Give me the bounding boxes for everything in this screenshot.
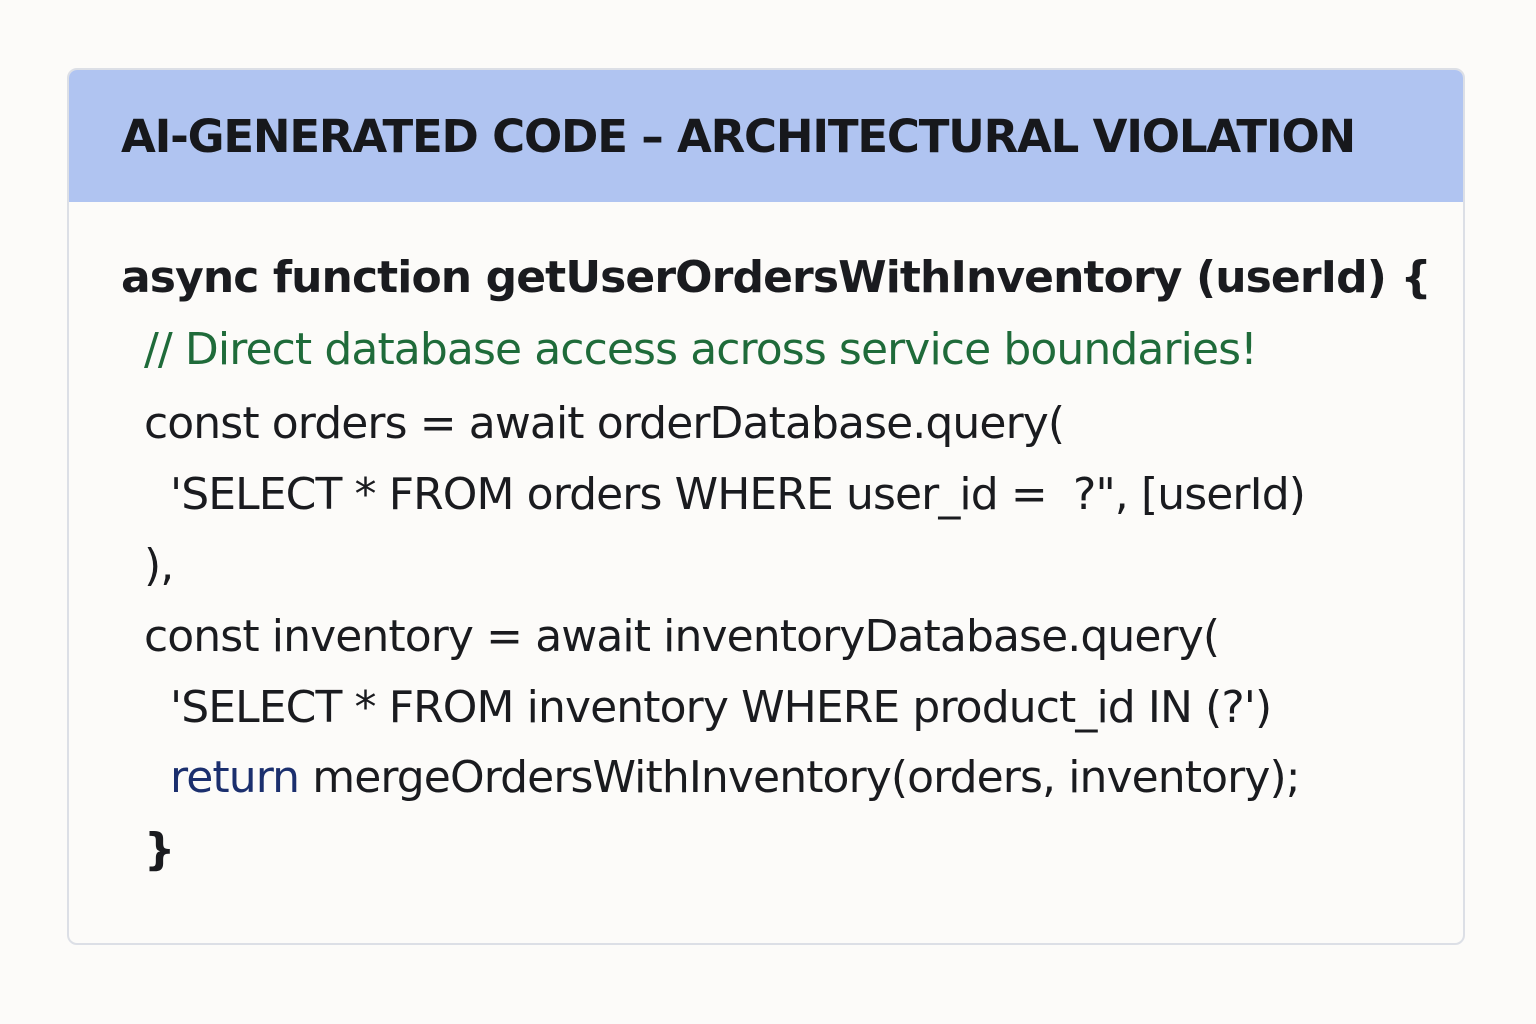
code-line-orders-sql: 'SELECT * FROM orders WHERE user_id = ?"… [170, 469, 1306, 520]
code-line-comment: // Direct database access across service… [144, 324, 1258, 375]
card-title: AI-GENERATED CODE – ARCHITECTURAL VIOLAT… [121, 110, 1356, 163]
return-expression: mergeOrdersWithInventory(orders, invento… [299, 752, 1300, 803]
code-line-return: return mergeOrdersWithInventory(orders, … [170, 750, 1301, 806]
card-header: AI-GENERATED CODE – ARCHITECTURAL VIOLAT… [69, 70, 1463, 202]
code-line-inventory-query: const inventory = await inventoryDatabas… [144, 611, 1220, 662]
return-keyword: return [170, 752, 300, 803]
code-line-inventory-sql: 'SELECT * FROM inventory WHERE product_i… [170, 682, 1272, 733]
code-line-function-signature: async function getUserOrdersWithInventor… [121, 252, 1432, 303]
code-line-orders-query: const orders = await orderDatabase.query… [144, 398, 1065, 449]
code-line-orders-close: ), [144, 540, 174, 591]
code-line-closing-brace: } [144, 824, 175, 875]
code-card: AI-GENERATED CODE – ARCHITECTURAL VIOLAT… [67, 68, 1465, 945]
